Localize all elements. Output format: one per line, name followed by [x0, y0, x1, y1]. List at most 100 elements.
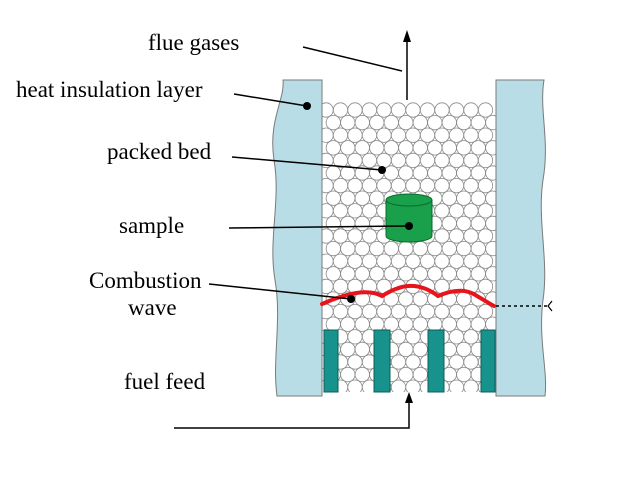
bed-particle [347, 102, 363, 118]
bed-particle [332, 278, 349, 294]
bed-particle [340, 341, 356, 357]
leader-flue-gases [302, 46, 403, 72]
bed-particle [456, 215, 472, 231]
bed-particle [463, 178, 479, 194]
bed-particle [390, 329, 407, 345]
bed-particle [326, 393, 340, 407]
bed-particle [383, 115, 399, 131]
bed-particle [405, 329, 421, 345]
bed-particle [369, 140, 385, 156]
label-heat-insulation-layer: heat insulation layer [16, 77, 203, 102]
bed-particle [463, 228, 479, 244]
bed-particle [361, 253, 378, 269]
bed-particle [448, 178, 465, 194]
bed-particle [390, 253, 407, 269]
bed-particle [471, 393, 485, 407]
bed-particle [470, 165, 486, 181]
bed-particle [485, 115, 496, 131]
bed-particle [376, 152, 392, 168]
bed-particle [376, 303, 392, 320]
bed-particle [376, 178, 392, 194]
bed-particle [456, 241, 472, 257]
bed-particle [354, 366, 370, 383]
bed-particle [448, 303, 465, 320]
bed-particle [355, 393, 369, 407]
bed-particle [463, 354, 479, 370]
bed-particle [376, 102, 392, 118]
bed-particle [354, 190, 370, 206]
leader-heat-insulation [233, 93, 308, 107]
bed-particle [412, 140, 428, 156]
bed-particle [456, 341, 472, 357]
bed-particle [383, 316, 399, 332]
bed-particle [463, 203, 479, 219]
bed-particle [412, 241, 428, 257]
bed-particle [332, 253, 349, 269]
leader-packed-bed [231, 156, 383, 171]
bed-particle [332, 228, 349, 244]
bed-particle [485, 266, 496, 282]
bed-particle [434, 127, 450, 143]
bed-particle [347, 303, 363, 320]
bed-particle [347, 379, 363, 392]
bed-particle [441, 266, 457, 282]
bed-particle [470, 215, 486, 231]
bed-particle [413, 393, 427, 407]
bed-particle [456, 115, 472, 131]
bed-particle [398, 291, 414, 307]
bed-particle [434, 152, 450, 168]
bed-particle [405, 152, 421, 168]
bed-particle [427, 140, 443, 156]
bed-particle [485, 140, 496, 156]
bed-particle [340, 215, 356, 231]
bed-particle [398, 165, 414, 181]
bed-particle [456, 190, 472, 206]
bed-particle [340, 115, 356, 131]
bed-particle [390, 127, 407, 143]
bed-particle [470, 266, 486, 282]
packed-bed-particles [322, 102, 496, 407]
bed-particle [463, 102, 479, 118]
bed-particle [332, 203, 349, 219]
bed-particle [456, 266, 472, 282]
bed-particle [361, 228, 378, 244]
bed-particle [341, 393, 355, 407]
bed-particle [457, 393, 471, 407]
bed-particle [398, 316, 414, 332]
bed-particle [463, 127, 479, 143]
bed-particle [340, 316, 356, 332]
bed-particle [325, 215, 341, 231]
label-flue-gases: flue gases [148, 30, 240, 55]
bed-particle [485, 190, 496, 206]
bed-particle [384, 393, 398, 407]
bed-particle [448, 379, 465, 392]
bed-particle [470, 316, 486, 332]
bed-particle [361, 178, 378, 194]
bed-particle [477, 152, 494, 168]
bed-particle [340, 190, 356, 206]
bed-particle [463, 329, 479, 345]
bed-particle [369, 190, 385, 206]
bed-particle [383, 241, 399, 257]
bed-particle [405, 253, 421, 269]
bed-particle [332, 303, 349, 320]
combustion-wave [320, 283, 496, 308]
bed-particle [361, 102, 378, 118]
bed-particle [434, 253, 450, 269]
bed-particle [361, 152, 378, 168]
bed-particle [448, 228, 465, 244]
bed-particle [390, 152, 407, 168]
bed-particle [441, 115, 457, 131]
bed-particle [383, 165, 399, 181]
bed-particle [456, 140, 472, 156]
bed-particle [325, 165, 341, 181]
bed-particle [427, 165, 443, 181]
bed-particle [361, 203, 378, 219]
bed-particle [369, 316, 385, 332]
bed-particle [470, 140, 486, 156]
bed-particle [390, 178, 407, 194]
bed-particle [412, 115, 428, 131]
bed-particle [448, 127, 465, 143]
bed-particle [369, 266, 385, 282]
bed-particle [412, 316, 428, 332]
